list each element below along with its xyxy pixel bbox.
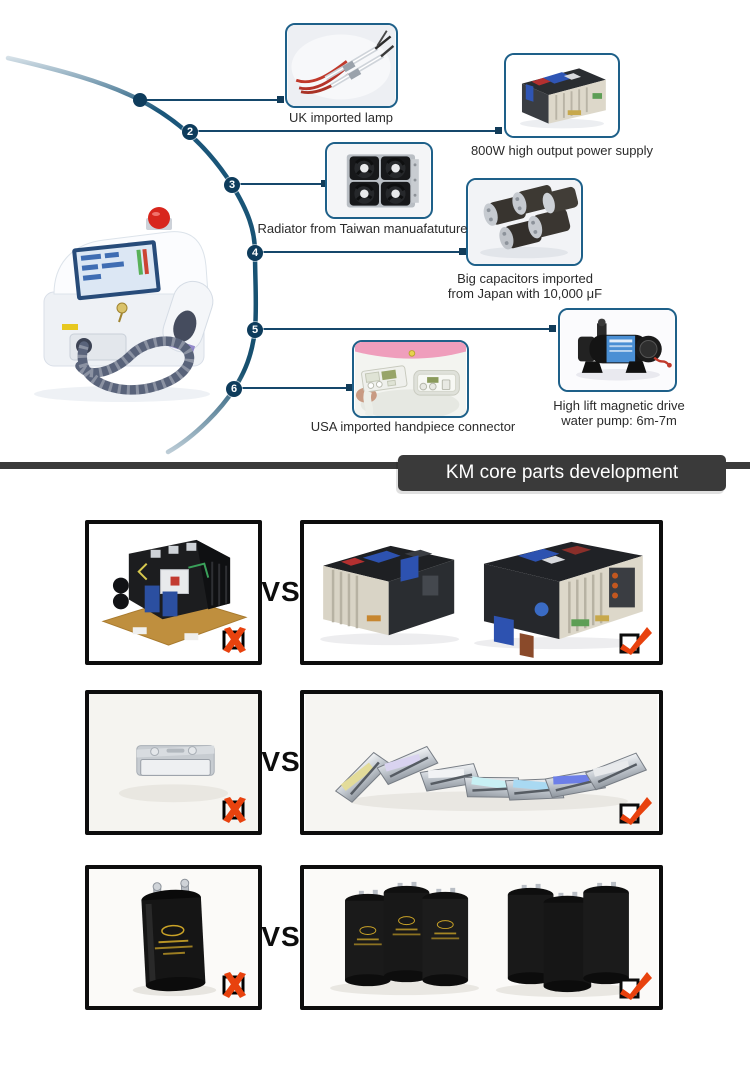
handpiece-connector-photo (352, 340, 469, 418)
callout-node-3: 3 (224, 177, 240, 193)
callout-label-power: 800W high output power supply (470, 143, 654, 158)
water-pump-photo (558, 308, 677, 392)
callout-node-4: 4 (247, 245, 263, 261)
vs-label: VS (261, 576, 301, 607)
connector-square (549, 325, 556, 332)
power-supply-photo (504, 53, 620, 138)
psu-unit-1 (323, 545, 455, 636)
callout-line-handpiece (240, 387, 349, 389)
callout-node-1 (133, 93, 147, 107)
callout-line-capacitors (261, 251, 461, 253)
vs-label: VS (261, 921, 301, 952)
capacitor-trio-plain (507, 881, 629, 993)
callout-node-5: 5 (247, 322, 263, 338)
comparison-row1-left (85, 520, 262, 665)
callout-line-radiator (238, 183, 324, 185)
uk-lamp-photo (285, 23, 398, 108)
x-icon (217, 970, 251, 1000)
check-icon (618, 625, 652, 655)
capacitor-trio-gold (344, 881, 469, 987)
capacitors-photo (466, 178, 583, 266)
comparison-row3-right (300, 865, 663, 1010)
comparison-section: VS (0, 500, 750, 1030)
callout-label-capacitors: Big capacitors imported from Japan with … (447, 271, 603, 301)
connector-square (346, 384, 353, 391)
connector-square (459, 248, 466, 255)
connector-square (277, 96, 284, 103)
callout-line-pump (261, 328, 552, 330)
banner-rule (0, 462, 750, 469)
callout-label-handpiece: USA imported handpiece connector (310, 419, 516, 434)
callout-label-lamp: UK imported lamp (288, 110, 394, 125)
machine-photo (34, 207, 214, 402)
x-icon (217, 795, 251, 825)
vs-label: VS (261, 746, 301, 777)
comparison-row2-left (85, 690, 262, 835)
comparison-row1-right (300, 520, 663, 665)
x-icon (217, 625, 251, 655)
radiator-photo (325, 142, 433, 219)
psu-unit-2 (483, 541, 643, 658)
connector-square (321, 180, 328, 187)
banner-title: KM core parts development (398, 455, 726, 491)
connector-square (495, 127, 502, 134)
callout-node-2: 2 (182, 124, 198, 140)
comparison-row2-right (300, 690, 663, 835)
callout-label-radiator: Radiator from Taiwan manuafatuture (257, 221, 468, 236)
callout-line-power (196, 130, 498, 132)
callout-label-pump: High lift magnetic drive water pump: 6m-… (553, 398, 685, 428)
check-icon (618, 795, 652, 825)
core-parts-diagram: 2 3 4 5 6 (0, 0, 750, 455)
check-icon (618, 970, 652, 1000)
callout-node-6: 6 (226, 381, 242, 397)
comparison-row3-left (85, 865, 262, 1010)
callout-line-lamp (146, 99, 280, 101)
